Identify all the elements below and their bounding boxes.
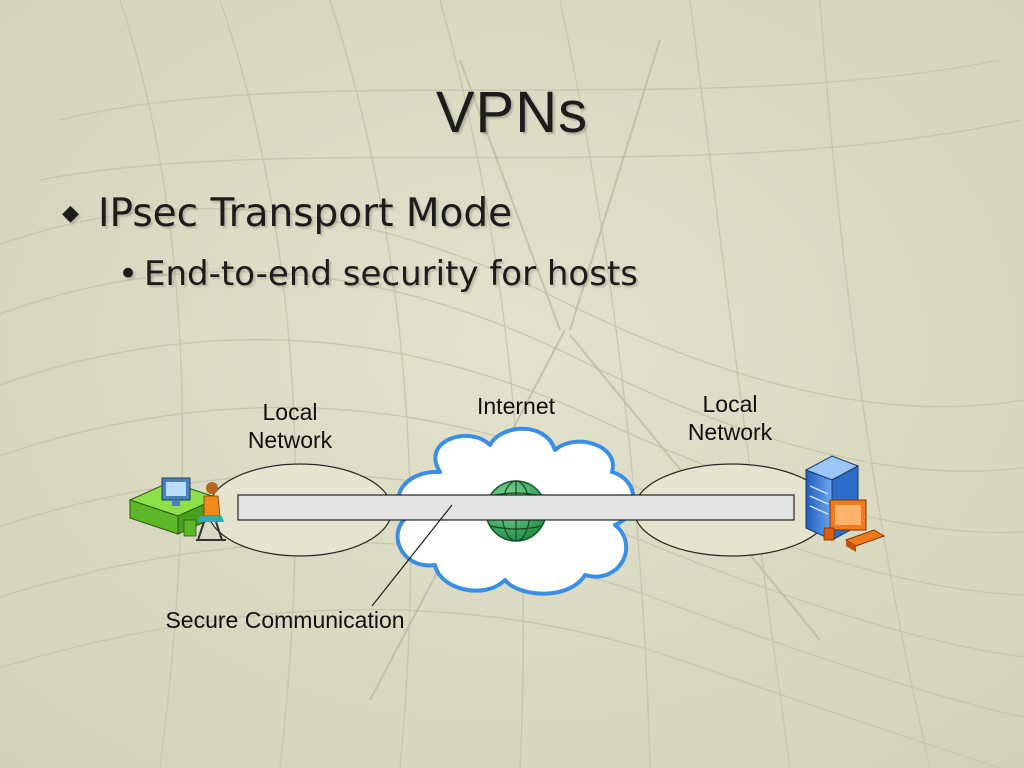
server-computer-icon	[804, 455, 886, 552]
workstation-user-icon	[128, 477, 226, 541]
bullet-text: IPsec Transport Mode	[98, 191, 513, 236]
sub-bullet-text: End-to-end security for hosts	[144, 254, 638, 294]
secure-communication-label: Secure Communication	[165, 607, 405, 633]
left-network-label-line1: Local	[262, 399, 318, 425]
right-network-label-line2: Network	[687, 419, 773, 445]
slide-title: VPNs	[435, 80, 589, 145]
internet-label: Internet	[477, 393, 555, 419]
dot-bullet-icon: •	[118, 254, 139, 294]
left-network-label: Local Network	[220, 398, 360, 454]
left-network-label-line2: Network	[247, 427, 333, 453]
right-network-label: Local Network	[660, 390, 800, 446]
right-network-label-line1: Local	[702, 391, 758, 417]
secure-communication-bar	[237, 494, 795, 521]
diamond-bullet-icon: ◆	[62, 201, 79, 226]
secure-communication-pointer	[371, 504, 453, 607]
bullet-ipsec-transport-mode: ◆ IPsec Transport Mode	[62, 190, 512, 238]
sub-bullet-end-to-end: •End-to-end security for hosts	[118, 252, 638, 296]
